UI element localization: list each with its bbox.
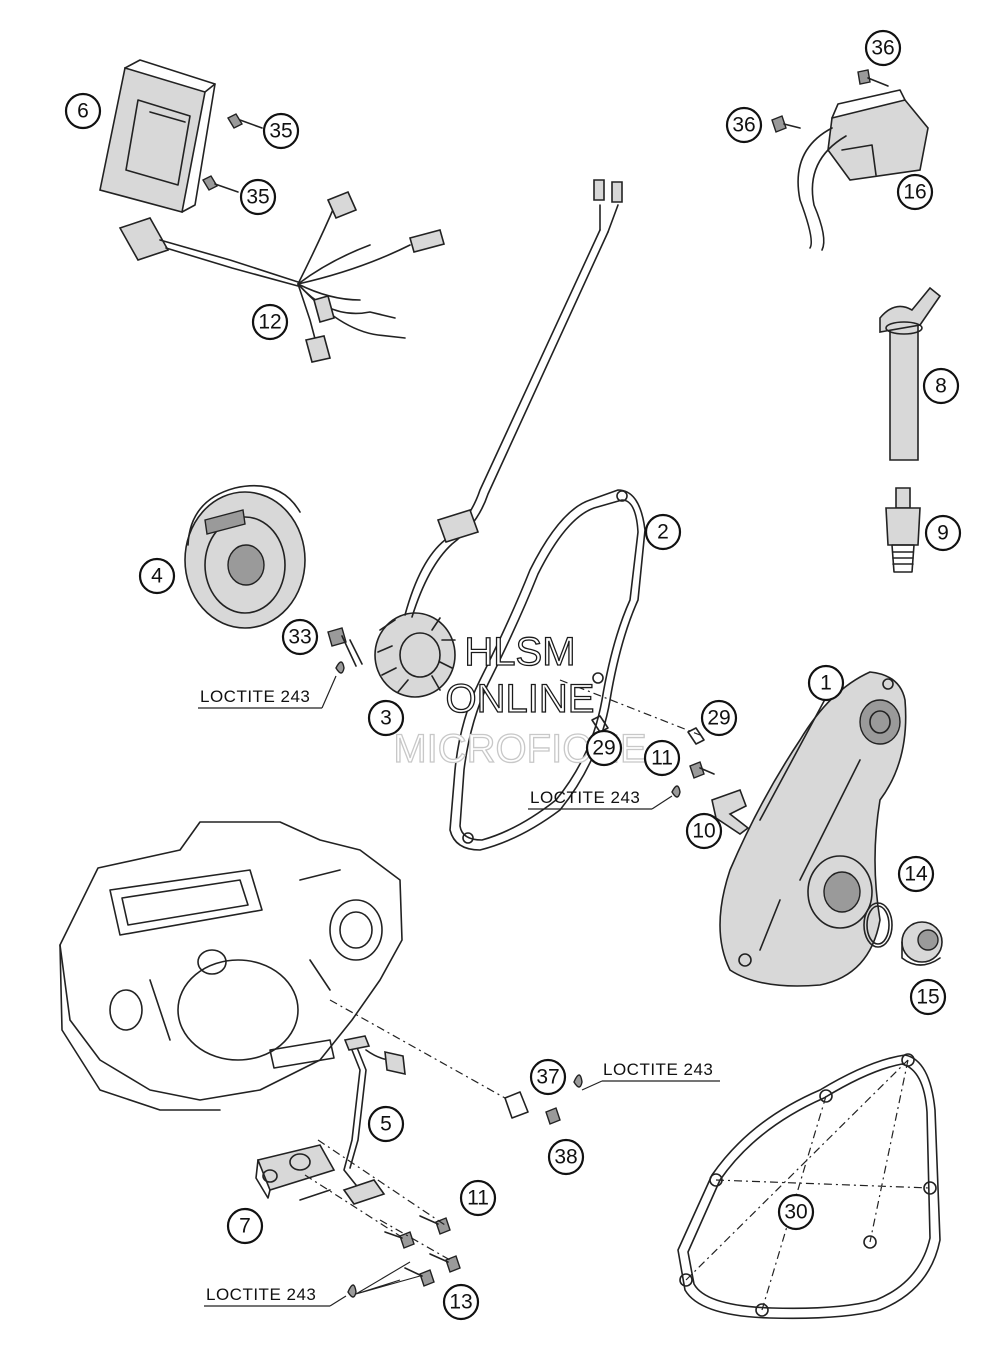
callout-label: 15 (916, 986, 939, 1009)
gasket-30-drawing (677, 1053, 941, 1320)
callout-5: 5 (367, 1105, 405, 1143)
loctite-note-a: LOCTITE 243 (198, 675, 337, 709)
pulse-generator-drawing (299, 1035, 406, 1205)
callout-label: 33 (288, 626, 311, 649)
loctite-note-d: LOCTITE 243 (204, 1285, 347, 1307)
callout-30: 30 (777, 1193, 815, 1231)
callout-35-lower: 35 (239, 178, 277, 216)
callout-11-upper: 11 (643, 739, 681, 777)
loctite-label: LOCTITE 243 (530, 788, 640, 807)
callout-14: 14 (897, 855, 935, 893)
callout-label: 36 (871, 37, 894, 60)
watermark-line-1: HLSM (464, 630, 575, 674)
bolt-36-left-drawing (771, 115, 801, 133)
stator-drawing (374, 179, 623, 698)
callout-label: 38 (554, 1146, 577, 1169)
callout-label: 35 (269, 120, 292, 143)
dowel-29-left-drawing (591, 715, 609, 733)
callout-3: 3 (367, 699, 405, 737)
wiring-harness-drawing (118, 190, 445, 363)
callout-label: 29 (592, 737, 615, 760)
callout-13: 13 (442, 1283, 480, 1321)
callout-36-left: 36 (725, 106, 763, 144)
callout-29-right: 29 (700, 699, 738, 737)
spark-plug-connector-drawing (879, 286, 942, 461)
callout-35-upper: 35 (262, 112, 300, 150)
callout-7: 7 (226, 1207, 264, 1245)
callout-label: 3 (380, 707, 392, 730)
callout-6: 6 (64, 92, 102, 130)
dowel-29-right-drawing (687, 727, 705, 745)
gasket-2-drawing (449, 489, 646, 851)
crankcase-drawing (59, 821, 403, 1111)
cdi-unit-drawing (99, 59, 216, 213)
callout-label: 8 (935, 375, 947, 398)
callout-label: 11 (651, 747, 673, 770)
screw-38-drawing (545, 1074, 583, 1125)
watermark-line-2: ONLINE (446, 677, 595, 721)
ignition-cover-drawing (719, 671, 907, 987)
callout-label: 16 (903, 181, 926, 204)
screw-33-drawing (327, 627, 363, 674)
callout-15: 15 (909, 978, 947, 1016)
callout-4: 4 (138, 557, 176, 595)
assembly-lines (304, 679, 701, 1261)
callout-29-left: 29 (585, 729, 623, 767)
callout-10: 10 (685, 812, 723, 850)
callout-16: 16 (896, 173, 934, 211)
callout-1: 1 (807, 664, 845, 702)
screws-13-drawing (347, 1231, 461, 1298)
callout-label: 11 (467, 1187, 489, 1210)
spark-plug-drawing (885, 487, 921, 573)
callout-9: 9 (924, 514, 962, 552)
bolt-35-lower-drawing (202, 175, 239, 193)
bolt-36-upper-drawing (857, 69, 889, 87)
callout-12: 12 (251, 303, 289, 341)
bracket-7-drawing (255, 1144, 336, 1199)
o-ring-14-drawing (863, 902, 893, 948)
callout-37: 37 (529, 1058, 567, 1096)
callout-33: 33 (281, 618, 319, 656)
callout-label: 35 (246, 186, 269, 209)
callout-label: 36 (732, 114, 755, 137)
callout-2: 2 (644, 513, 682, 551)
rotor-drawing (184, 484, 306, 629)
callout-label: 10 (692, 820, 715, 843)
screw-plug-15-drawing (901, 921, 943, 966)
holder-37-drawing (504, 1091, 529, 1119)
loctite-note-c: LOCTITE 243 (581, 1060, 720, 1091)
ignition-coil-drawing (797, 89, 929, 251)
callout-label: 1 (820, 672, 832, 695)
bolt-35-upper-drawing (227, 113, 263, 129)
callout-label: 5 (380, 1113, 392, 1136)
callout-label: 9 (937, 522, 949, 545)
loctite-note-b: LOCTITE 243 (528, 788, 673, 810)
screw-11-lower-drawing (419, 1215, 451, 1235)
callout-label: 7 (239, 1215, 251, 1238)
callout-11-lower: 11 (459, 1179, 497, 1217)
callout-label: 2 (657, 521, 669, 544)
callout-label: 30 (784, 1201, 807, 1224)
loctite-label: LOCTITE 243 (206, 1285, 316, 1304)
callout-label: 29 (707, 707, 730, 730)
callout-label: 14 (904, 863, 928, 886)
loctite-label: LOCTITE 243 (603, 1060, 713, 1079)
callout-label: 12 (258, 311, 281, 334)
callout-38: 38 (547, 1138, 585, 1176)
callout-label: 4 (151, 565, 163, 588)
callout-label: 6 (77, 100, 89, 123)
callout-label: 37 (536, 1066, 559, 1089)
loctite-label: LOCTITE 243 (200, 687, 310, 706)
callout-label: 13 (449, 1291, 472, 1314)
callout-36-upper: 36 (864, 29, 902, 67)
screw-11-upper-drawing (671, 761, 715, 798)
callout-8: 8 (922, 367, 960, 405)
cable-holder-drawing (711, 788, 750, 835)
